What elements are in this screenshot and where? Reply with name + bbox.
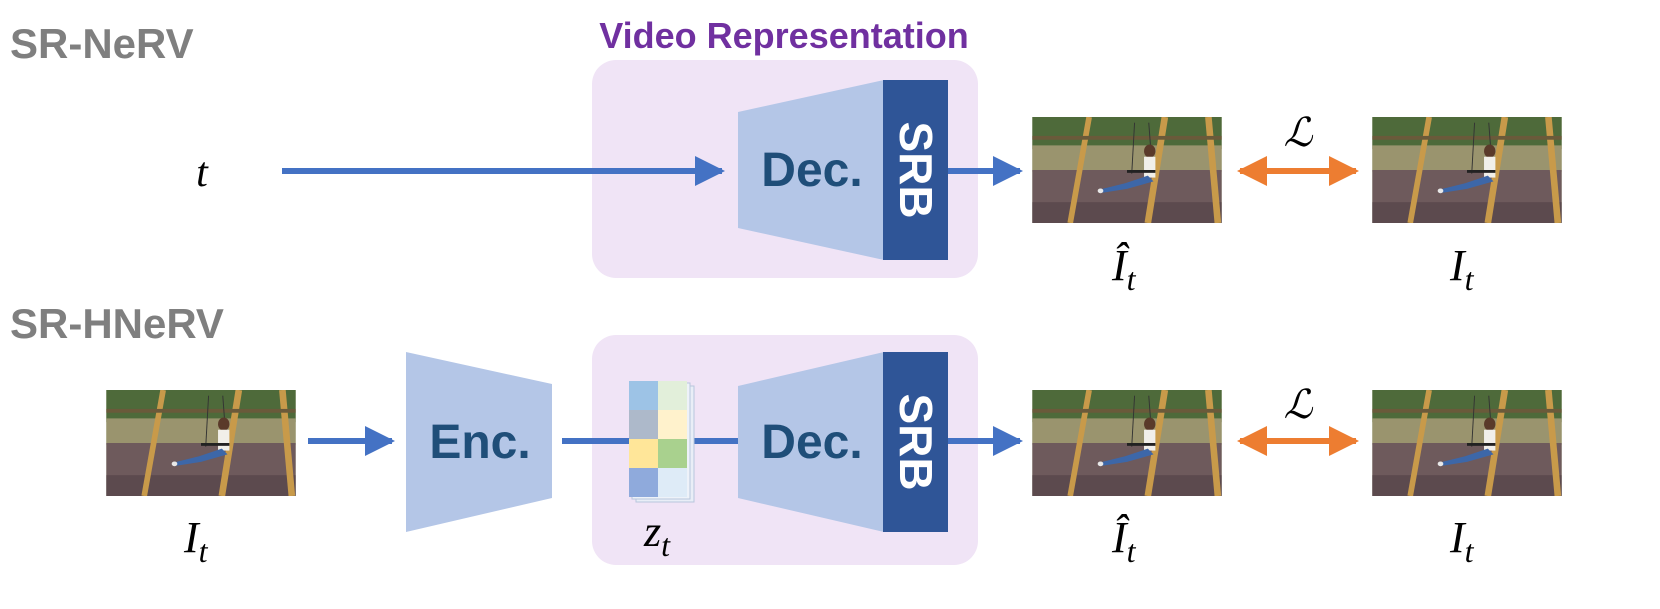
decoder-block-top <box>738 80 884 260</box>
ground-truth-frame-image-top <box>1372 117 1561 223</box>
reconstructed-frame-image-top <box>1032 117 1221 223</box>
decoder-block-bottom <box>738 352 884 532</box>
srb-block-top <box>883 80 948 260</box>
sr-nerv-label: SR-NeRV <box>10 20 194 67</box>
i-symbol: I <box>1449 513 1467 562</box>
decoder-label-top: Dec. <box>761 144 862 197</box>
decoder-label-bottom: Dec. <box>761 416 862 469</box>
i-hat-symbol: Î <box>1111 513 1130 562</box>
i-symbol: I <box>183 513 201 562</box>
i-label-bottom: It <box>1449 513 1475 569</box>
i-hat-symbol: Î <box>1111 241 1130 290</box>
z-symbol: z <box>643 507 661 556</box>
i-hat-label-bottom: Ît <box>1111 513 1137 569</box>
subscript: t <box>1465 533 1475 569</box>
video-representation-title: Video Representation <box>599 15 968 56</box>
sr-hnerv-label: SR-HNeRV <box>10 300 224 347</box>
input-frame-image <box>106 390 295 496</box>
subscript: t <box>199 533 209 569</box>
latent-label: zt <box>643 507 671 563</box>
i-label-top: It <box>1449 241 1475 297</box>
ground-truth-frame-image-bottom <box>1372 390 1561 496</box>
subscript: t <box>1127 533 1137 569</box>
loss-symbol-bottom: ℒ <box>1284 382 1314 427</box>
encoder-label: Enc. <box>429 416 530 469</box>
i-label-input: It <box>183 513 209 569</box>
latent-grid-icon <box>629 381 695 503</box>
srb-label-bottom: SRB <box>890 393 942 490</box>
subscript: t <box>661 527 671 563</box>
srb-block-bottom <box>883 352 948 532</box>
i-hat-label-top: Ît <box>1111 241 1137 297</box>
encoder-block <box>406 352 552 532</box>
subscript: t <box>1127 261 1137 297</box>
time-input-label: t <box>196 150 209 196</box>
subscript: t <box>1465 261 1475 297</box>
i-symbol: I <box>1449 241 1467 290</box>
loss-symbol-top: ℒ <box>1284 110 1314 155</box>
srb-label-top: SRB <box>890 121 942 218</box>
reconstructed-frame-image-bottom <box>1032 390 1221 496</box>
